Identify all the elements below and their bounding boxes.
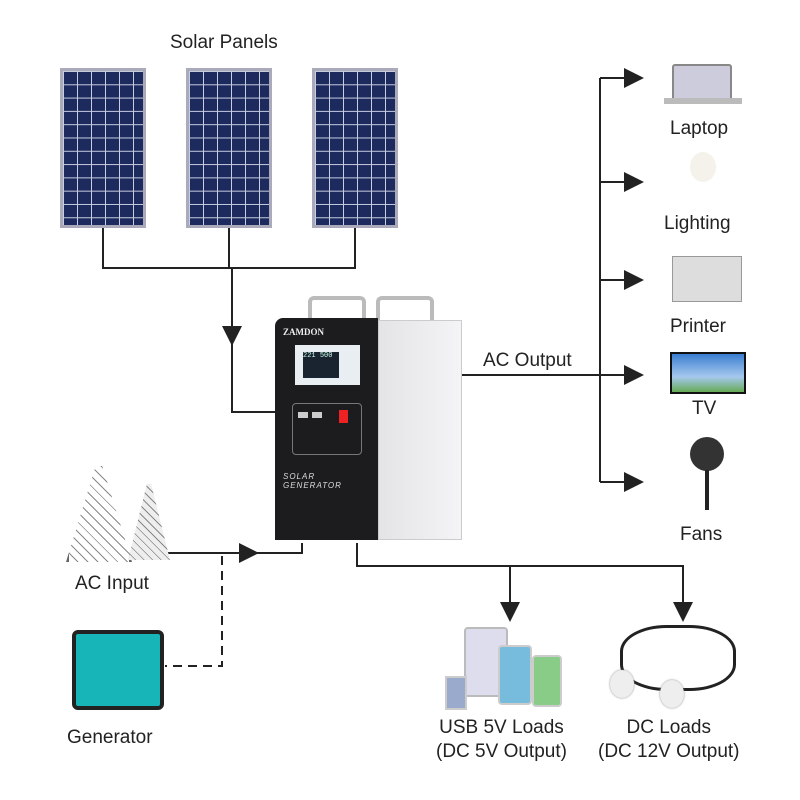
- model-line-2: GENERATOR: [283, 481, 342, 490]
- usb-loads-line1: USB 5V Loads: [439, 717, 564, 738]
- output-laptop: Laptop: [670, 118, 729, 139]
- output-lighting: Lighting: [664, 213, 731, 234]
- device-brand: ZAMDON: [283, 327, 324, 337]
- device-port-panel: [292, 403, 362, 455]
- dc-loads-label: DC Loads (DC 12V Output): [598, 716, 740, 764]
- led-bulb-icon-2: [660, 680, 684, 708]
- lightbulb-icon: [690, 152, 716, 182]
- ac-input-label: AC Input: [75, 573, 149, 594]
- power-bank-icon: [445, 676, 467, 710]
- phone-icon: [498, 645, 532, 705]
- solar-panel-3: [312, 68, 398, 228]
- display-left: 221: [303, 352, 316, 360]
- display-right: 500: [319, 352, 333, 360]
- usb-port-2: [312, 412, 322, 418]
- output-tv: TV: [692, 398, 717, 419]
- fan-icon: [690, 437, 724, 471]
- printer-icon: [672, 256, 742, 302]
- device-handle-right: [376, 296, 434, 320]
- ac-output-label: AC Output: [483, 350, 572, 371]
- laptop-base: [664, 98, 742, 104]
- solar-panels-title: Solar Panels: [170, 32, 278, 53]
- dc-loads-line2: (DC 12V Output): [598, 741, 740, 762]
- laptop-icon: [672, 64, 732, 102]
- dc-loads-line1: DC Loads: [626, 717, 712, 738]
- device-side-panel: [378, 320, 462, 540]
- led-bulb-icon: [610, 670, 634, 698]
- output-printer: Printer: [670, 316, 726, 337]
- usb-loads-label: USB 5V Loads (DC 5V Output): [436, 716, 567, 764]
- phone-icon-2: [532, 655, 562, 707]
- usb-port-1: [298, 412, 308, 418]
- output-fans: Fans: [680, 524, 723, 545]
- fan-stand: [705, 470, 709, 510]
- solar-panel-1: [60, 68, 146, 228]
- model-line-1: SOLAR: [283, 472, 316, 481]
- solar-panel-2: [186, 68, 272, 228]
- generator-icon: [72, 630, 164, 710]
- generator-label: Generator: [67, 727, 153, 748]
- tv-icon: [670, 352, 746, 394]
- power-switch[interactable]: [339, 410, 348, 423]
- device-lcd: 221 500: [303, 352, 339, 378]
- device-handle-left: [308, 296, 366, 320]
- usb-loads-line2: (DC 5V Output): [436, 741, 567, 762]
